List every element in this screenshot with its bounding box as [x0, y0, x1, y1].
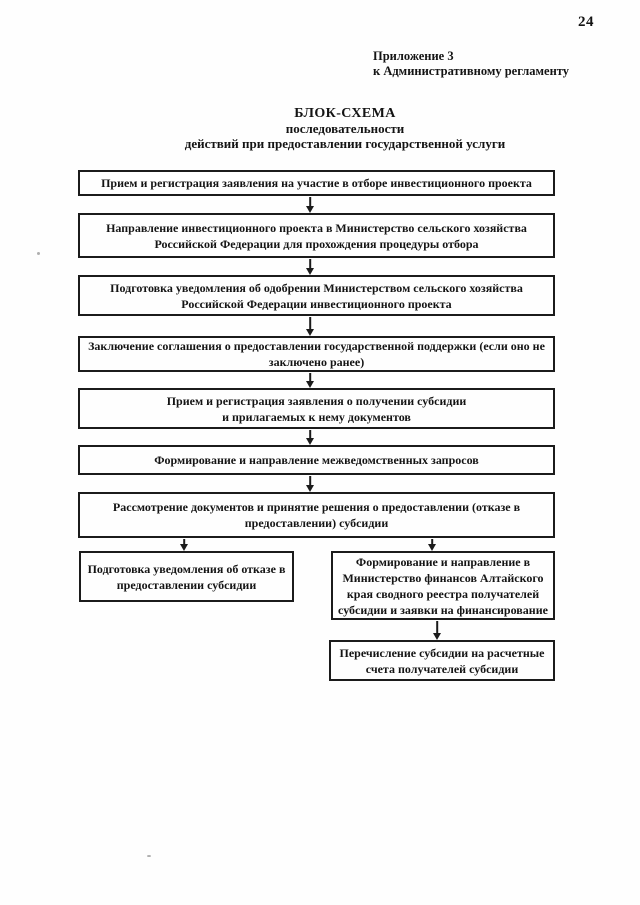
page-title: БЛОК-СХЕМА последовательности действий п…: [60, 106, 630, 151]
flow-step-subsidy-transfer: Перечисление субсидии на расчетные счета…: [329, 640, 555, 681]
arrow-down-icon: [178, 539, 190, 551]
flow-branch-registry-funding: Формирование и направление в Министерств…: [331, 551, 555, 620]
flow-step-reception-application: Прием и регистрация заявления на участие…: [78, 170, 555, 196]
title-line-3: действий при предоставлении государствен…: [184, 136, 506, 151]
scan-artifact: [37, 252, 40, 255]
arrow-down-icon: [304, 373, 316, 388]
arrow-down-icon: [304, 259, 316, 275]
flow-step-send-project: Направление инвестиционного проекта в Ми…: [78, 213, 555, 258]
flow-step-agreement: Заключение соглашения о предоставлении г…: [78, 336, 555, 372]
appendix-line-1: Приложение 3: [373, 49, 454, 63]
flow-step-decision: Рассмотрение документов и принятие решен…: [78, 492, 555, 538]
title-line-1: БЛОК-СХЕМА: [294, 106, 396, 121]
flow-step-subsidy-application: Прием и регистрация заявления о получени…: [78, 388, 555, 429]
appendix-reference: Приложение 3 к Административному регламе…: [373, 49, 569, 79]
scan-artifact: [147, 855, 151, 857]
arrow-down-icon: [304, 317, 316, 336]
flow-branch-refusal-notice: Подготовка уведомления об отказе в предо…: [79, 551, 294, 602]
flow-step-approval-notice: Подготовка уведомления об одобрении Мини…: [78, 275, 555, 316]
arrow-down-icon: [304, 476, 316, 492]
arrow-down-icon: [426, 539, 438, 551]
page-number: 24: [578, 14, 594, 30]
appendix-line-2: к Административному регламенту: [373, 64, 570, 78]
title-line-2: последовательности: [285, 121, 405, 136]
arrow-down-icon: [304, 430, 316, 445]
arrow-down-icon: [304, 197, 316, 213]
flow-step-interagency-requests: Формирование и направление межведомствен…: [78, 445, 555, 475]
arrow-down-icon: [431, 621, 443, 640]
